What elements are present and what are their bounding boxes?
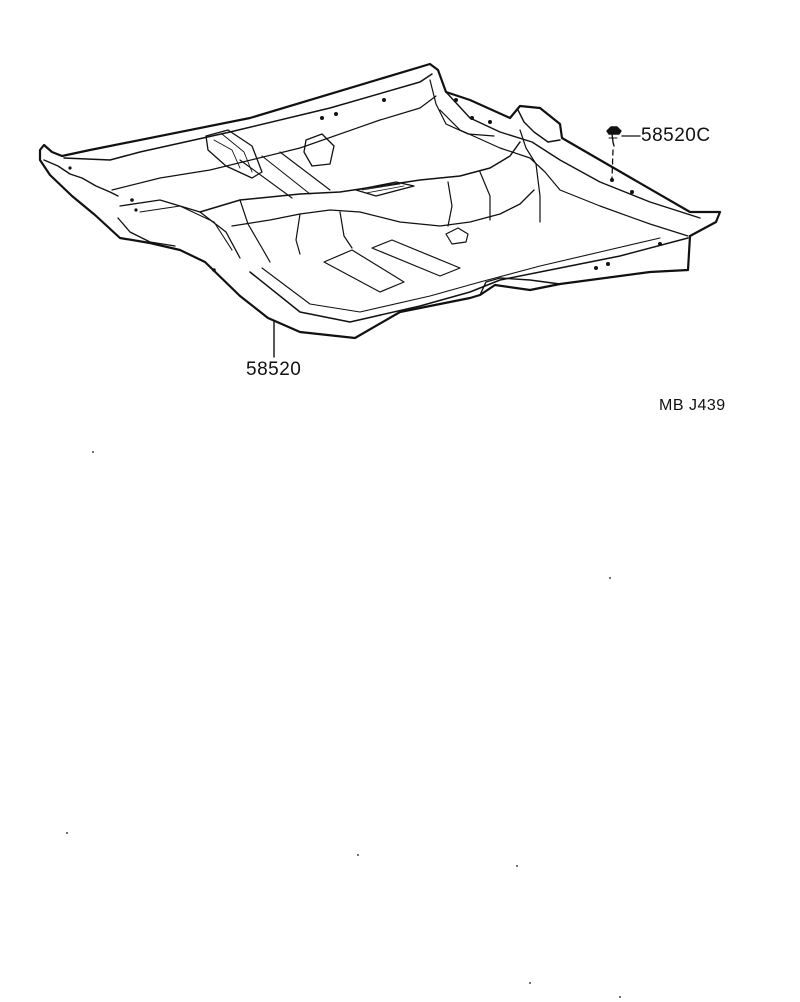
scan-specks bbox=[66, 451, 621, 998]
right-rim-inner bbox=[439, 109, 689, 237]
left-edge-detail bbox=[43, 159, 119, 197]
rear-wall-right bbox=[429, 79, 495, 137]
center-tunnel-lower bbox=[231, 189, 535, 227]
front-lip-inner bbox=[261, 237, 661, 313]
tunnel-wall-left bbox=[239, 199, 271, 263]
right-hump bbox=[517, 109, 561, 143]
tunnel-wall-mid bbox=[295, 211, 353, 255]
part-number-carpet-clip: 58520C bbox=[641, 125, 711, 146]
mounting-holes bbox=[68, 98, 662, 272]
rear-riser-mid bbox=[303, 133, 335, 167]
left-flap bbox=[117, 217, 176, 247]
rear-rails bbox=[239, 151, 331, 199]
tunnel-wall-right bbox=[447, 171, 491, 227]
seat-rail-left bbox=[323, 249, 405, 293]
rear-riser-left-detail bbox=[213, 133, 253, 173]
right-rim bbox=[445, 91, 701, 219]
seat-rail-right bbox=[371, 239, 461, 277]
back-rim bbox=[63, 73, 433, 161]
carpet-clip-icon bbox=[606, 126, 622, 147]
front-notch bbox=[479, 277, 561, 296]
clip-dashed-line bbox=[611, 149, 614, 179]
illustration-code: MB J439 bbox=[659, 397, 726, 414]
back-rim-inner bbox=[111, 95, 437, 191]
right-hump-inner bbox=[519, 129, 541, 223]
left-footwell bbox=[119, 199, 241, 259]
front-lip bbox=[249, 237, 689, 323]
left-footwell-floor bbox=[139, 205, 233, 251]
part-number-floor-carpet: 58520 bbox=[246, 359, 302, 380]
rear-riser-left bbox=[205, 129, 263, 179]
carpet-outline bbox=[38, 62, 722, 340]
floor-carpet-illustration bbox=[38, 62, 722, 340]
tunnel-top-pad bbox=[355, 181, 415, 197]
tunnel-top-pad-lines bbox=[361, 183, 405, 194]
center-tunnel bbox=[199, 141, 521, 213]
right-tab bbox=[445, 227, 469, 245]
